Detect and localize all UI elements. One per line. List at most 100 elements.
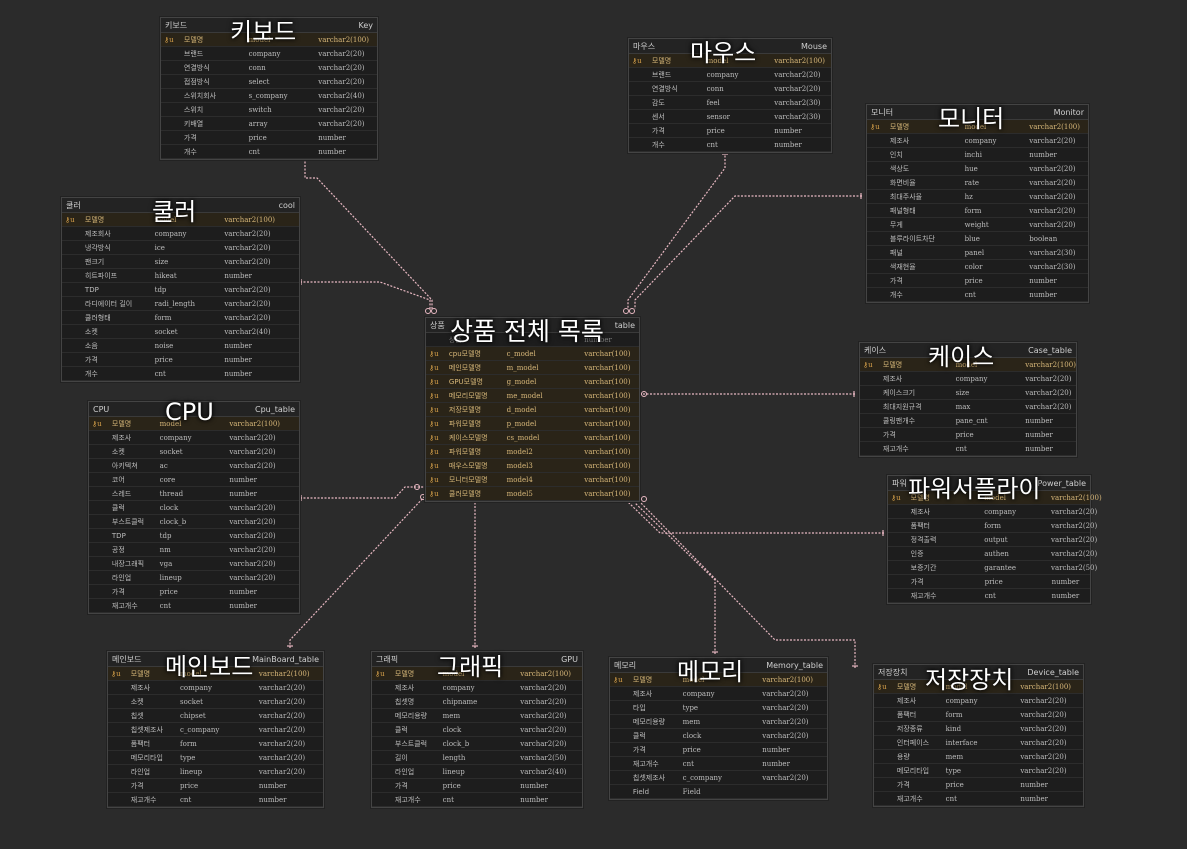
- link-memory[interactable]: [633, 501, 716, 654]
- link-cpu[interactable]: [300, 486, 425, 499]
- link-monitor[interactable]: [634, 195, 862, 309]
- link-power[interactable]: [627, 501, 884, 534]
- link-cooler[interactable]: [300, 281, 431, 309]
